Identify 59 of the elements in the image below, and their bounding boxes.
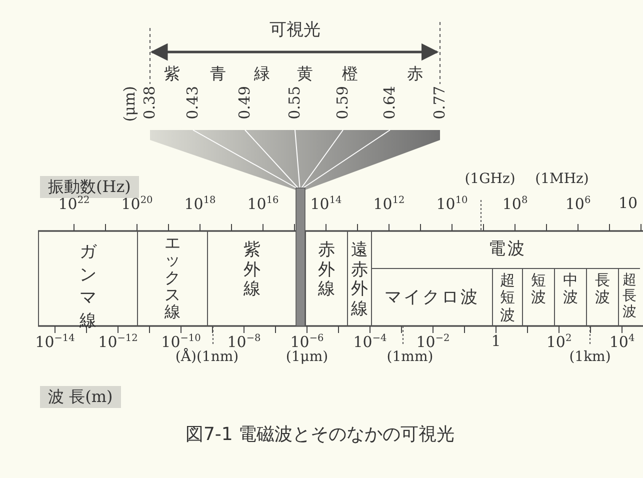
color-name: 橙 [342, 66, 358, 82]
wavelength-value: (μm) [122, 86, 138, 122]
axis-title: 波 長(m) [40, 386, 121, 408]
wavelength-value: 0.55 [288, 86, 302, 120]
tick-label: 1 [491, 334, 501, 349]
color-name: 緑 [254, 66, 270, 82]
band-label: 中波 [562, 272, 578, 306]
figure-caption: 図7-1 電磁波とそのなかの可視光 [185, 426, 455, 444]
tick-label: 10$^{6}$ [565, 196, 591, 212]
tick-label: 10$^{−14}$ [35, 334, 75, 350]
tick-label: 10$^{12}$ [373, 196, 405, 212]
unit-note: (1μm) [286, 350, 328, 364]
tick-label: 10$^{−8}$ [227, 334, 261, 350]
sub-band-box [586, 268, 618, 326]
tick-label: 10$^{−4}$ [353, 334, 387, 350]
tick-label: 10 [618, 196, 638, 211]
tick-label: 10$^{16}$ [247, 196, 279, 212]
band-label: 電波 [488, 241, 526, 258]
band-label: 超長波 [622, 272, 637, 320]
wavelength-value: 0.49 [238, 86, 252, 120]
tick-label: 10$^{10}$ [436, 196, 468, 212]
unit-note: (1mm) [386, 350, 434, 364]
tick-label: 10$^{22}$ [58, 196, 90, 212]
tick-label: 10$^{14}$ [310, 196, 342, 212]
tick-label: 10$^{8}$ [502, 196, 528, 212]
band-label: マイクロ波 [384, 289, 480, 306]
band-label: ガンマ線 [79, 241, 97, 333]
sub-band-box [522, 268, 554, 326]
wavelength-value: 0.77 [432, 86, 448, 120]
tick-label: 10$^{18}$ [184, 196, 216, 212]
band-label: 超短波 [500, 272, 516, 324]
band-label: エックス線 [164, 234, 181, 320]
wavelength-value: 0.64 [382, 86, 398, 120]
tick-label: 10$^{−12}$ [98, 334, 138, 350]
band-label: 長波 [594, 272, 610, 306]
color-name: 青 [210, 66, 226, 82]
band-label: 短波 [530, 272, 546, 306]
tick-label: 10$^{−2}$ [416, 334, 450, 350]
band-label: 遠赤外線 [350, 241, 368, 320]
color-name: 赤 [407, 66, 423, 82]
sub-band-box [618, 268, 640, 326]
color-name: 黄 [297, 66, 313, 82]
tick-label: 10$^{−6}$ [290, 334, 324, 350]
tick-label: 10$^{20}$ [121, 196, 153, 212]
band-label: 紫外線 [243, 241, 261, 300]
unit-note: (Å)(1nm) [175, 350, 239, 364]
band-box [371, 231, 643, 326]
tick-label: 10$^{2}$ [546, 334, 572, 350]
sub-band-box [492, 268, 522, 326]
sub-band-box [554, 268, 586, 326]
band-label: 赤外線 [318, 241, 336, 300]
unit-note: (1MHz) [535, 172, 589, 186]
unit-note: (1km) [569, 350, 611, 364]
wavelength-value: 0.43 [186, 86, 200, 120]
unit-note: (1GHz) [464, 172, 516, 186]
wavelength-value: 0.38 [142, 86, 158, 120]
wavelength-value: 0.59 [336, 86, 350, 120]
color-name: 紫 [164, 66, 180, 82]
tick-label: 10$^{4}$ [609, 334, 635, 350]
